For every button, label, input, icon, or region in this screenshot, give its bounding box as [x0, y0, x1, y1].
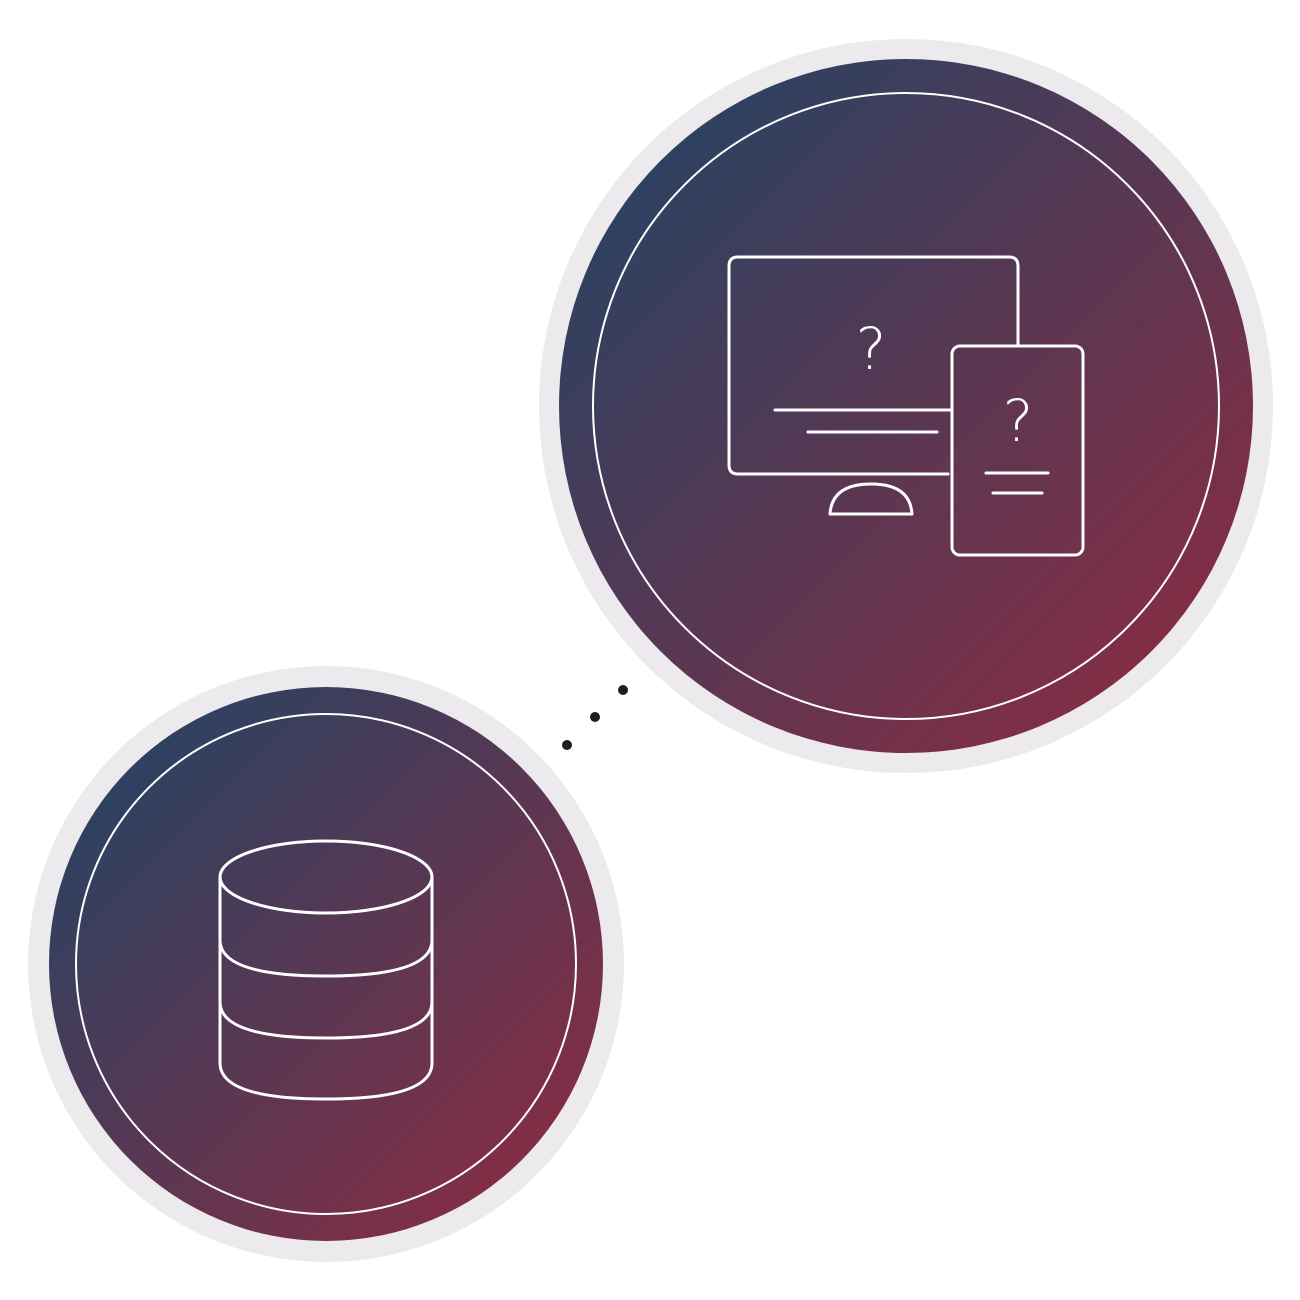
devices-node-disc — [559, 59, 1253, 753]
monitor-icon — [727, 255, 1020, 516]
database-node-inner-ring — [75, 713, 577, 1215]
connector-dot — [590, 712, 600, 722]
database-icon — [218, 839, 434, 1101]
connector-dot — [618, 685, 628, 695]
connector-dot — [562, 740, 572, 750]
database-node — [28, 666, 624, 1262]
tablet-icon — [950, 344, 1085, 557]
monitor-and-tablet-unknown-icon: ? ? — [727, 255, 1085, 557]
tablet-question-mark: ? — [1003, 387, 1034, 455]
devices-node: ? ? — [539, 39, 1273, 773]
connector-dots — [562, 685, 628, 750]
monitor-question-mark: ? — [856, 315, 887, 383]
database-node-disc — [49, 687, 603, 1241]
devices-node-inner-ring — [592, 92, 1220, 720]
